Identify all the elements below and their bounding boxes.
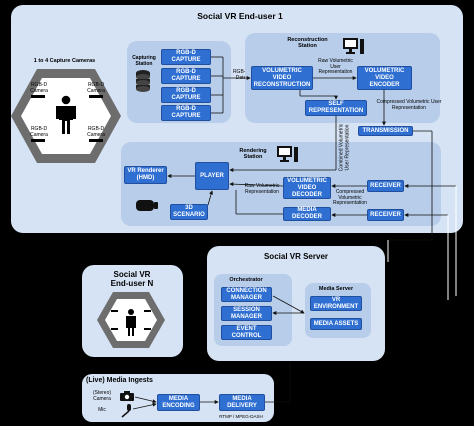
rendering-station-label: Rendering Station [239,148,267,160]
camera-label-bl: RGB-D Camera [30,126,48,138]
media-delivery-box: MEDIA DELIVERY [219,394,265,411]
compressed-volumetric-user-repr-label: Compressed Volumetric User Representatio… [376,99,442,111]
rgbd-capture-box-1: RGB-D CAPTURE [161,49,211,65]
camera-icon [89,95,103,98]
camera-label-tr: RGB-D Camera [87,82,105,94]
capture-cameras-label: 1 to 4 Capture Cameras [33,58,96,64]
event-control-box: EVENT CONTROL [221,325,272,340]
camera-label-br: RGB-D Camera [87,126,105,138]
mic-label: Mic [98,407,106,413]
orchestrator-label: Orchestrator [229,277,263,283]
self-representation-box: SELF REPRESENTATION [305,100,367,116]
player-box: PLAYER [195,162,229,190]
transmission-box: TRANSMISSION [358,126,413,136]
microphone-icon [121,404,131,418]
receiver-box-2: RECEIVER [367,209,404,221]
rgbd-capture-box-2: RGB-D CAPTURE [161,68,211,84]
database-icon [136,70,150,92]
stereo-camera-label: (Stereo) Camera [92,390,112,402]
server-title: Social VR Server [263,252,329,261]
volumetric-video-encoder-box: VOLUMETRIC VIDEO ENCODER [357,66,412,90]
raw-volumetric-user-repr-label: Raw Volumetric User Representation [318,58,353,75]
camera-icon [120,391,134,401]
session-manager-box: SESSION MANAGER [221,306,272,321]
person-icon [56,95,76,134]
enduserN-hexagon [97,292,165,348]
media-server-label: Media Server [318,286,354,292]
camera-icon [31,95,45,98]
enduser1-title: Social VR End-user 1 [197,11,283,21]
monitor-icon [277,146,298,162]
volumetric-video-reconstruction-box: VOLUMETRIC VIDEO RECONSTRUCTION [251,66,313,90]
vr-renderer-box: VR Renderer (HMD) [124,166,167,184]
reconstruction-station-label: Reconstruction Station [287,37,328,49]
enduserN-title: Social VR End-user N [110,270,154,288]
rgbd-data-label: RGB-D Data [232,69,250,81]
capturing-station-label: Capturing Station [132,55,156,67]
camera-icon [31,139,45,142]
volumetric-video-decoder-box: VOLUMETRIC VIDEO DECODER [283,177,331,199]
rgbd-capture-box-4: RGB-D CAPTURE [161,105,211,121]
rgbd-capture-box-3: RGB-D CAPTURE [161,87,211,103]
3d-scenario-box: 3D SCENARIO [170,204,208,220]
camera-label-tl: RGB-D Camera [30,82,48,94]
media-decoder-box: MEDIA DECODER [283,207,331,221]
media-encoding-box: MEDIA ENCODING [157,394,200,411]
monitor-icon [343,38,364,54]
raw-volumetric-repr-label: Raw Volumetric Representation [244,183,280,195]
vr-environment-box: VR ENVIRONMENT [310,296,362,311]
ingests-title: (Live) Media Ingests [86,377,153,384]
vr-headset-icon [136,200,158,211]
camera-icon [89,139,103,142]
compressed-volumetric-repr-label: Compressed Volumetric Representation [333,189,367,206]
receiver-box-1: RECEIVER [367,180,404,192]
media-assets-box: MEDIA ASSETS [310,318,362,330]
protocols-label: RTMP / MPEG-DASH [219,414,263,419]
connection-manager-box: CONNECTION MANAGER [221,287,272,302]
